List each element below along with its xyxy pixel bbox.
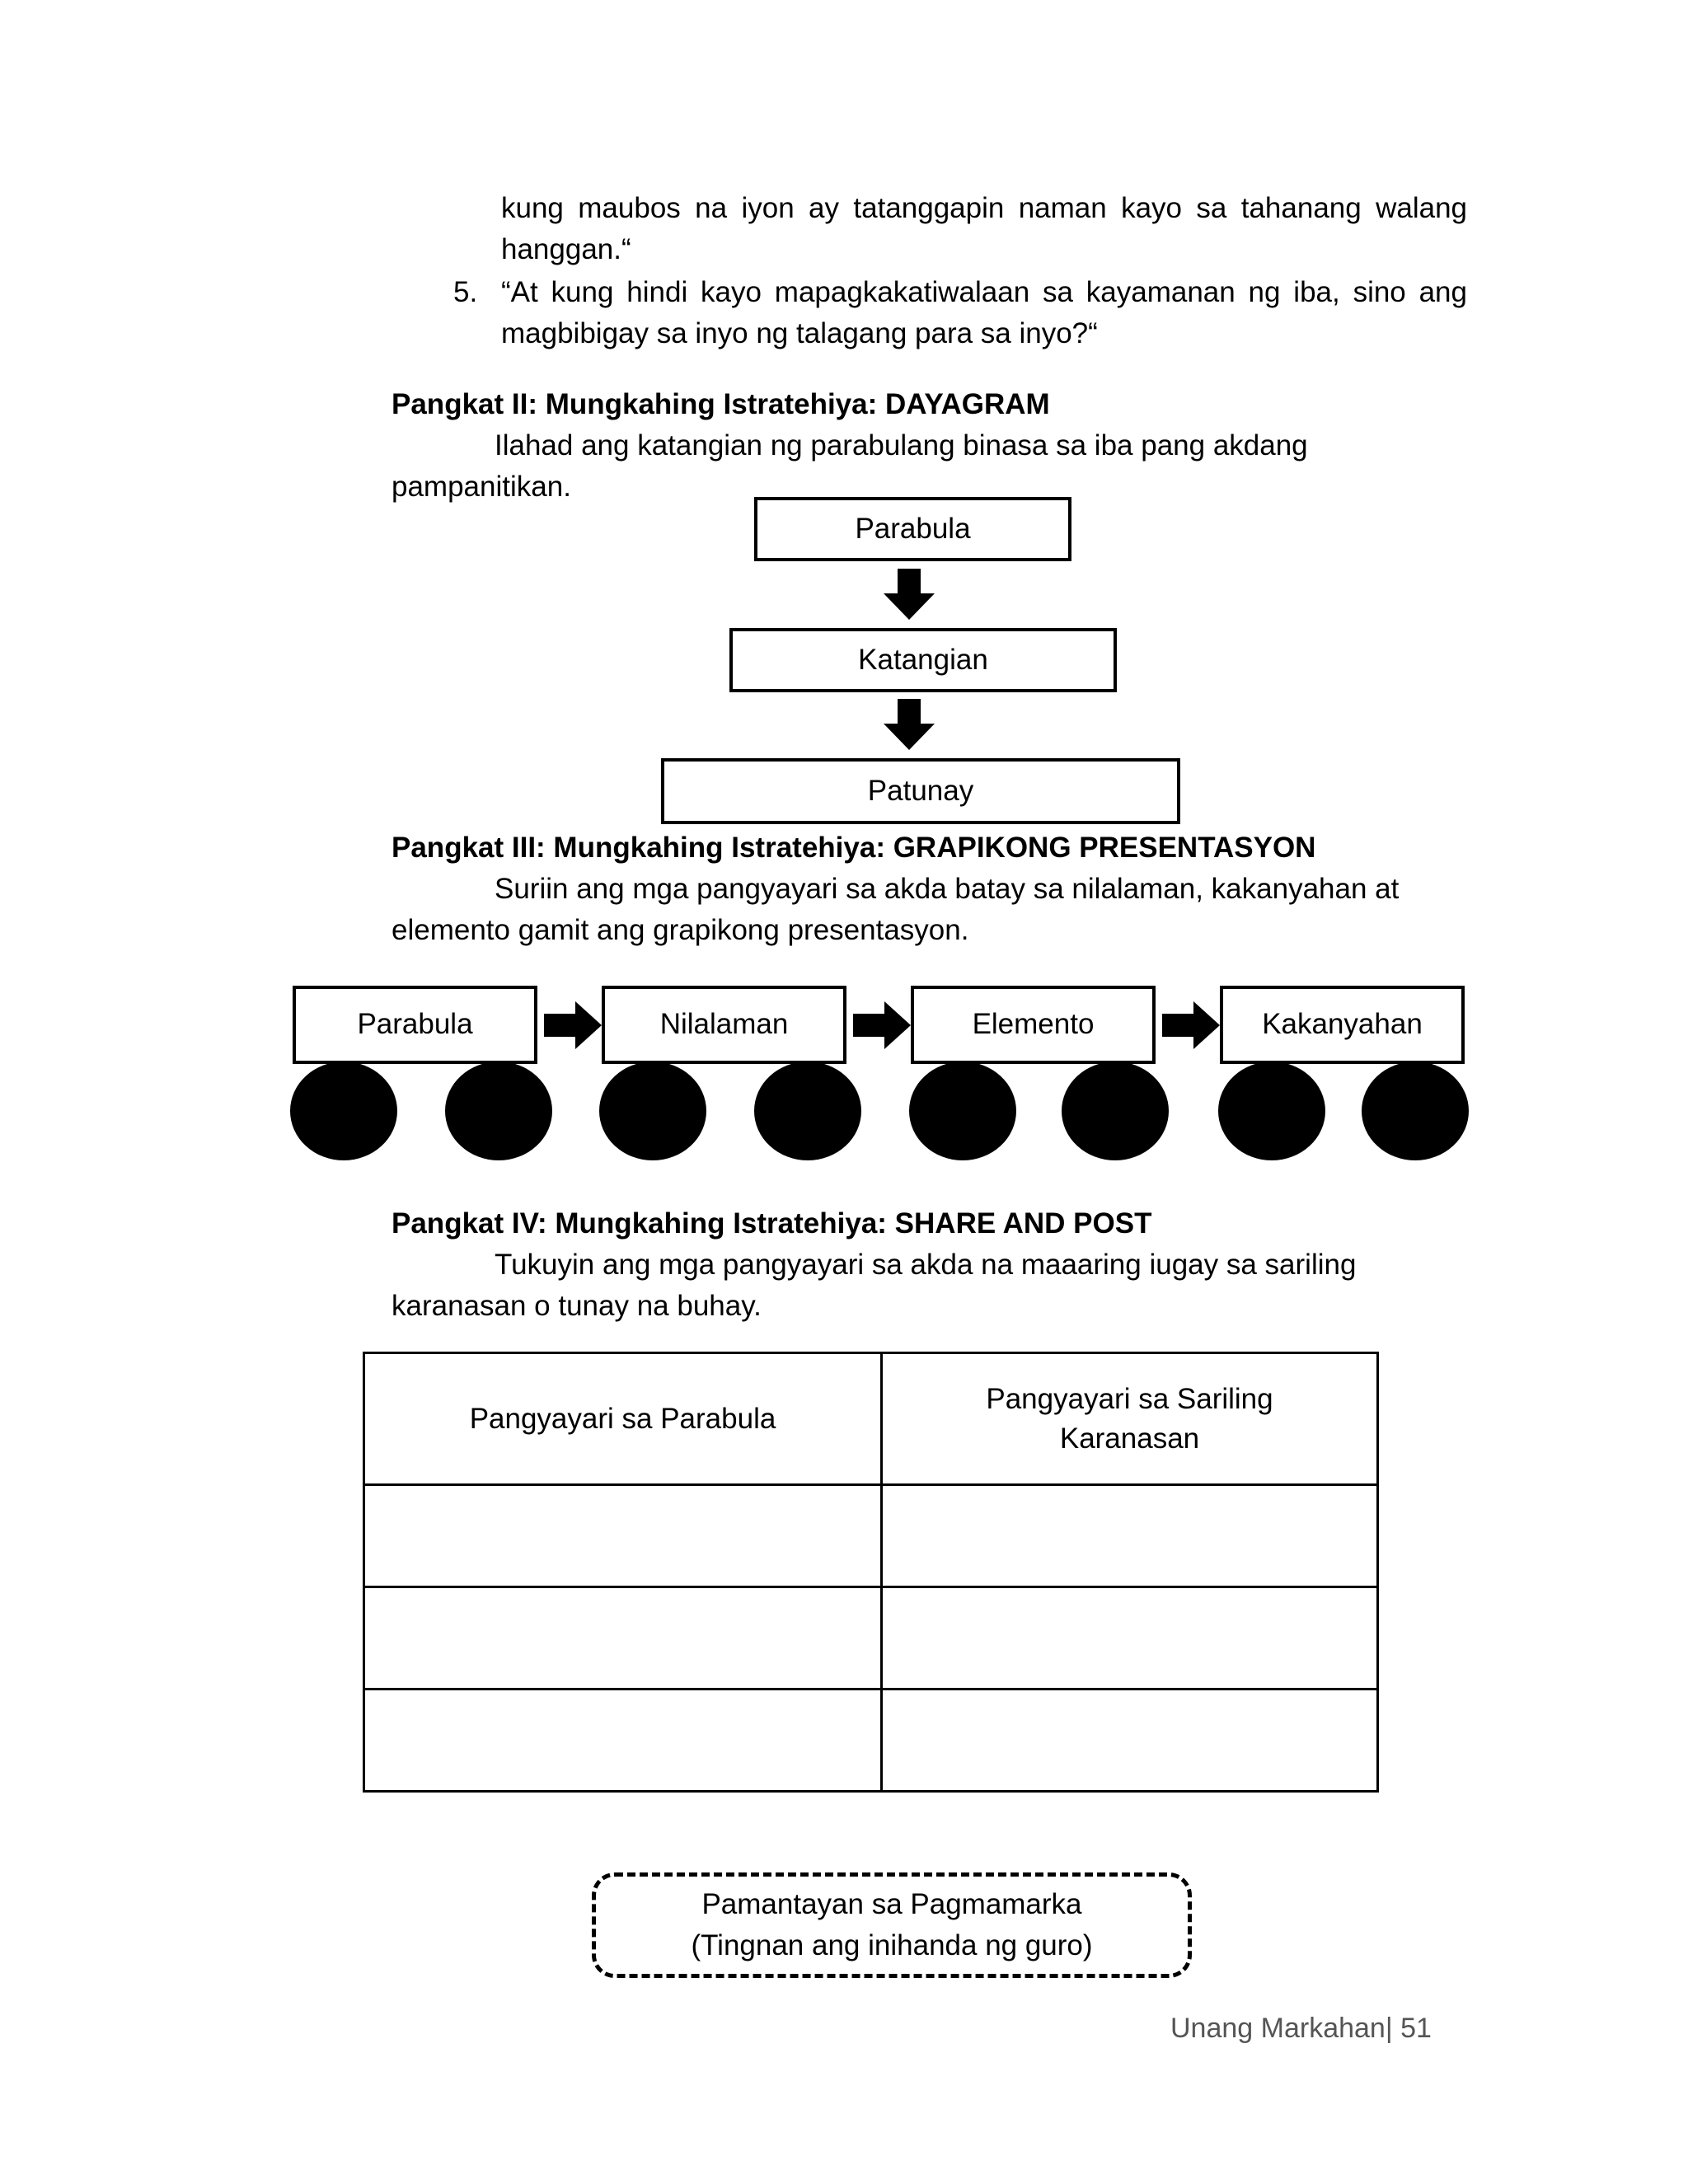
- diagram3-blob: [1062, 1062, 1169, 1160]
- diagram3-blob: [754, 1062, 861, 1160]
- diagram3-blob: [290, 1062, 397, 1160]
- diagram3-blob: [599, 1062, 706, 1160]
- diagram3-box-elemento-label: Elemento: [972, 1008, 1095, 1041]
- arrow-right-icon: [1162, 1001, 1220, 1049]
- table-header-cell-karanasan: Pangyayari sa Sariling Karanasan: [880, 1352, 1379, 1486]
- pangkat4-heading: Pangkat IV: Mungkahing Istratehiya: SHAR…: [392, 1207, 1152, 1240]
- table-cell[interactable]: [880, 1483, 1379, 1588]
- list-item: 5. “At kung hindi kayo mapagkakatiwalaan…: [453, 272, 1467, 354]
- table-cell[interactable]: [363, 1586, 883, 1690]
- diagram2-box-katangian: Katangian: [729, 628, 1117, 692]
- pamantayan-note-line2: (Tingnan ang inihanda ng guro): [691, 1929, 1093, 1961]
- diagram3-box-parabula-label: Parabula: [357, 1008, 473, 1041]
- arrow-right-icon: [544, 1001, 602, 1049]
- table-cell[interactable]: [880, 1586, 1379, 1690]
- list-item-text: “At kung hindi kayo mapagkakatiwalaan sa…: [501, 276, 1467, 349]
- table-row[interactable]: [363, 1586, 1379, 1690]
- table-cell[interactable]: [880, 1688, 1379, 1793]
- table-header-row: Pangyayari sa Parabula Pangyayari sa Sar…: [363, 1352, 1379, 1486]
- diagram3-box-kakanyahan: Kakanyahan: [1220, 986, 1465, 1064]
- share-and-post-table: Pangyayari sa Parabula Pangyayari sa Sar…: [363, 1352, 1379, 1793]
- diagram2-box-parabula-label: Parabula: [855, 512, 971, 545]
- diagram2-box-patunay: Patunay: [661, 758, 1180, 824]
- diagram3-box-nilalaman-label: Nilalaman: [659, 1008, 789, 1041]
- arrow-down-icon: [884, 699, 935, 750]
- diagram3-blob: [1362, 1062, 1469, 1160]
- table-cell[interactable]: [363, 1688, 883, 1793]
- diagram3-blob: [909, 1062, 1016, 1160]
- pangkat3-instruction: Suriin ang mga pangyayari sa akda batay …: [392, 873, 1400, 946]
- diagram3-blob: [1218, 1062, 1325, 1160]
- arrow-right-icon: [853, 1001, 911, 1049]
- quote-continuation-paragraph: kung maubos na iyon ay tatanggapin naman…: [501, 192, 1467, 265]
- pamantayan-note-line1: Pamantayan sa Pagmamarka: [701, 1888, 1082, 1921]
- diagram3-box-parabula: Parabula: [293, 986, 537, 1064]
- diagram2-box-parabula: Parabula: [754, 497, 1071, 561]
- diagram3-box-nilalaman: Nilalaman: [602, 986, 846, 1064]
- pangkat3-heading: Pangkat III: Mungkahing Istratehiya: GRA…: [392, 832, 1316, 864]
- diagram3-box-elemento: Elemento: [911, 986, 1156, 1064]
- table-header-cell-parabula: Pangyayari sa Parabula: [363, 1352, 883, 1486]
- diagram3-box-kakanyahan-label: Kakanyahan: [1262, 1008, 1423, 1041]
- table-row[interactable]: [363, 1483, 1379, 1588]
- pangkat4-instruction: Tukuyin ang mga pangyayari sa akda na ma…: [392, 1249, 1357, 1322]
- diagram2-box-katangian-label: Katangian: [858, 643, 988, 676]
- table-row[interactable]: [363, 1688, 1379, 1793]
- table-cell[interactable]: [363, 1483, 883, 1588]
- pangkat2-heading: Pangkat II: Mungkahing Istratehiya: DAYA…: [392, 388, 1050, 420]
- arrow-down-icon: [884, 569, 935, 620]
- pangkat2-instruction: Ilahad ang katangian ng parabulang binas…: [392, 429, 1308, 503]
- diagram3-blob: [445, 1062, 552, 1160]
- list-item-number: 5.: [453, 276, 478, 308]
- diagram2-box-patunay-label: Patunay: [867, 774, 974, 807]
- page-footer: Unang Markahan| 51: [1170, 2013, 1432, 2044]
- pamantayan-note-box: Pamantayan sa Pagmamarka (Tingnan ang in…: [592, 1872, 1192, 1978]
